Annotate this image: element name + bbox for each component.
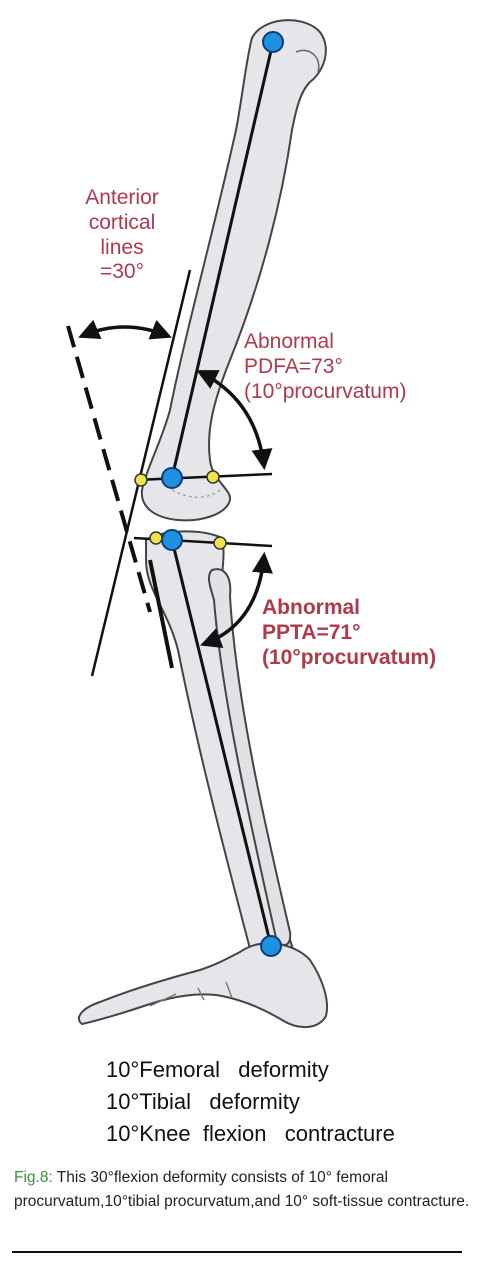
- anterior-label-line-3: lines: [100, 235, 144, 259]
- ppta-label-line-1: Abnormal: [262, 596, 361, 619]
- bottom-divider: [12, 1251, 462, 1253]
- joint-markers: [161, 31, 284, 957]
- pdfa-label: Abnormal PDFA=73° (10°procurvatum): [244, 330, 406, 404]
- summary-contracture: 10°Knee flexion contracture: [106, 1121, 395, 1146]
- anterior-label-line-2: cortical: [88, 210, 156, 234]
- ppta-angle-arrow: [200, 551, 273, 649]
- ppta-label: Abnormal PPTA=71° (10°procurvatum): [262, 596, 436, 670]
- femoral-axis-line: [170, 41, 275, 479]
- anterior-label-line-4: =30°: [99, 260, 145, 284]
- foot-bones: [77, 942, 328, 1028]
- pdfa-label-line-1: Abnormal: [244, 330, 334, 353]
- ankle-center-marker: [260, 935, 282, 957]
- ppta-label-line-3: (10°procurvatum): [262, 645, 437, 669]
- condyle-markers: [134, 470, 227, 550]
- anterior-cortical-angle-arrow: [78, 319, 172, 340]
- knee-femur-center-marker: [161, 467, 183, 489]
- femur-bone: [140, 19, 327, 522]
- anterior-tibial-cortical-line: [148, 559, 174, 669]
- hip-center-marker: [262, 31, 284, 53]
- pdfa-label-line-3: (10°procurvatum): [244, 379, 407, 403]
- pdfa-angle-arrow: [196, 370, 273, 471]
- distal-femoral-joint-line: [135, 472, 273, 482]
- pdfa-label-line-2: PDFA=73°: [244, 354, 343, 378]
- summary-tibial: 10°Tibial deformity: [106, 1089, 300, 1114]
- anterior-label-line-1: Anterior: [85, 186, 159, 209]
- figure-caption: Fig.8: This 30°flexion deformity consist…: [14, 1166, 484, 1214]
- ppta-label-line-2: PPTA=71°: [262, 620, 361, 644]
- dashed-reference-line: [66, 325, 152, 613]
- figure-number: Fig.8:: [14, 1169, 53, 1186]
- summary-femoral: 10°Femoral deformity: [106, 1057, 329, 1082]
- knee-tibia-center-marker: [161, 529, 183, 551]
- tibial-axis-line: [170, 539, 273, 947]
- deformity-summary: 10°Femoral deformity 10°Tibial deformity…: [106, 1054, 395, 1150]
- axis-lines: [90, 41, 275, 947]
- caption-text: This 30°flexion deformity consists of 10…: [14, 1169, 470, 1210]
- anterior-cortical-label: Anterior cortical lines =30°: [52, 186, 192, 285]
- anterior-femoral-cortical-line: [90, 269, 192, 677]
